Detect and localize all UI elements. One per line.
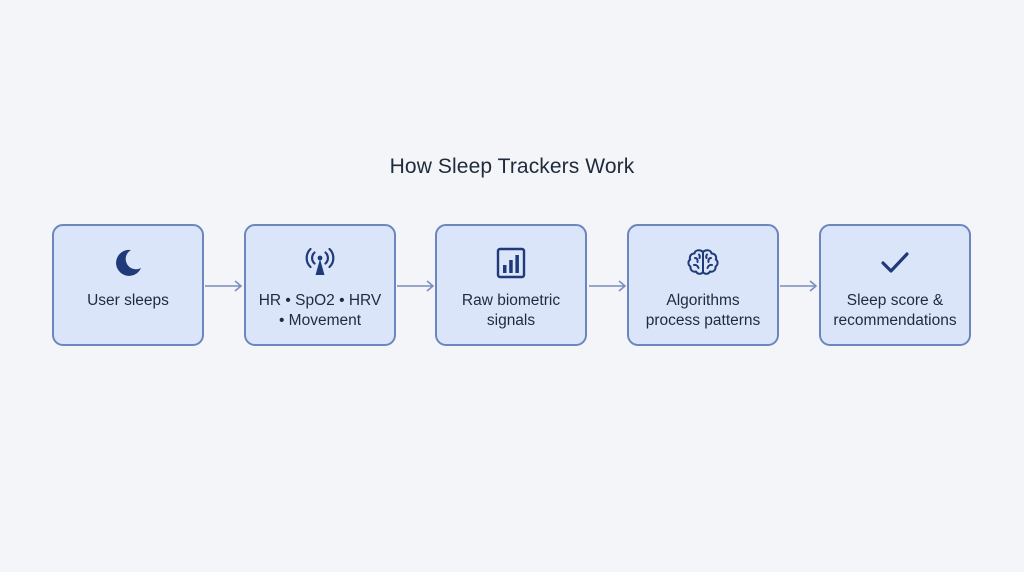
flow-arrow	[780, 280, 818, 292]
checkmark-icon	[821, 246, 969, 280]
sensor-icon	[246, 246, 394, 280]
moon-icon	[54, 246, 202, 280]
diagram-title: How Sleep Trackers Work	[389, 155, 635, 178]
step-label-line: • Movement	[278, 312, 362, 329]
bar-chart-icon	[437, 246, 585, 280]
step-label-line: Raw biometric	[461, 292, 561, 309]
step-label-line: Sleep score &	[846, 292, 944, 309]
step-user-sleeps: User sleeps	[52, 224, 204, 346]
step-label-line: Algorithms	[666, 292, 740, 309]
step-label-line: signals	[486, 312, 536, 329]
step-label-line: User sleeps	[87, 292, 169, 309]
step-label-line: HR • SpO2 • HRV	[258, 292, 382, 309]
step-algorithms: Algorithms process patterns	[627, 224, 779, 346]
step-sensors: HR • SpO2 • HRV • Movement	[244, 224, 396, 346]
brain-icon	[629, 246, 777, 280]
step-label-line: recommendations	[833, 312, 957, 329]
flow-arrow	[589, 280, 627, 292]
flow-arrow	[397, 280, 435, 292]
step-label-line: process patterns	[645, 312, 761, 329]
flow-arrow	[205, 280, 243, 292]
step-raw-signals: Raw biometric signals	[435, 224, 587, 346]
step-sleep-score: Sleep score & recommendations	[819, 224, 971, 346]
